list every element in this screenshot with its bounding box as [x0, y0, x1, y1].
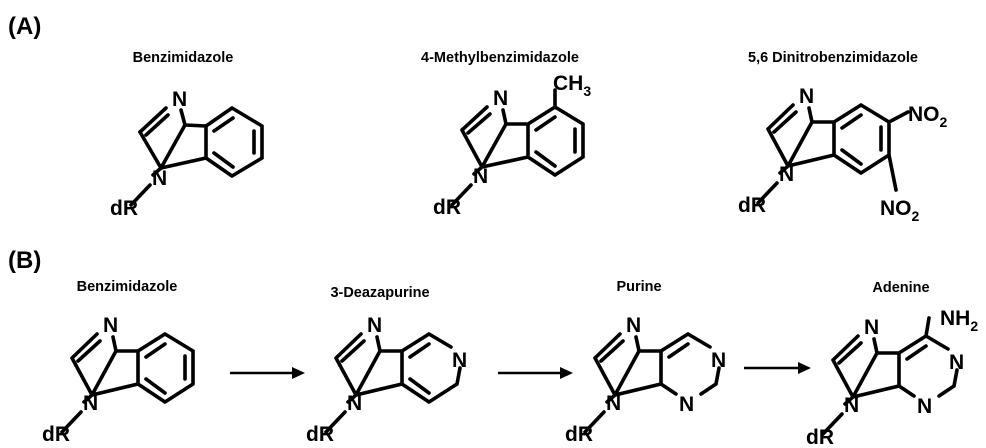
ring-n-label: N — [626, 314, 641, 337]
panel-a-label: (A) — [8, 13, 41, 40]
sugar-n-label: N — [83, 392, 98, 415]
molecule-title: Adenine — [872, 280, 929, 296]
dinitrobenzimidazole-bonds — [756, 103, 910, 205]
molecule-a-methylbenzimidazole: 4-Methylbenzimidazole N N dR CH3 — [421, 50, 591, 219]
nitro-group-2-label: NO2 — [880, 197, 920, 224]
six-ring-n1-label: N — [949, 351, 964, 374]
sugar-label: dR — [433, 196, 461, 219]
ring-n-label: N — [493, 87, 508, 110]
molecule-title: 4-Methylbenzimidazole — [421, 50, 579, 66]
molecule-b-purine: Purine N N dR N N — [565, 279, 726, 446]
sugar-label: dR — [565, 423, 593, 446]
molecule-b-deazapurine: 3-Deazapurine N N dR N — [306, 285, 467, 446]
ring-n-label: N — [103, 314, 118, 337]
ring-fusion-bonds — [129, 156, 208, 207]
sugar-n-label: N — [779, 163, 794, 186]
ring-n-label: N — [799, 85, 814, 108]
adenine-bonds — [821, 316, 959, 436]
arrow-head — [292, 367, 305, 379]
benzene-ring-bonds — [179, 106, 264, 178]
molecule-b-benzimidazole: Benzimidazole N N dR — [42, 279, 195, 446]
six-ring-n3-label: N — [917, 395, 932, 418]
sugar-label: dR — [42, 423, 70, 446]
sugar-n-label: N — [606, 392, 621, 415]
molecule-b-adenine: Adenine N N dR N N NH2 — [806, 280, 978, 448]
methyl-label: CH3 — [553, 72, 591, 99]
purine-bonds — [583, 332, 721, 434]
arrow-head — [560, 367, 573, 379]
molecule-title: Purine — [616, 279, 661, 295]
benzimidazole-bonds — [60, 332, 195, 434]
arrow-2 — [498, 367, 573, 379]
molecule-a-benzimidazole: Benzimidazole N N dR — [110, 50, 264, 220]
sugar-n-label: N — [347, 392, 362, 415]
molecule-title: Benzimidazole — [133, 50, 234, 66]
sugar-label: dR — [806, 426, 834, 448]
sugar-label: dR — [110, 197, 138, 220]
nitro-group-1-label: NO2 — [908, 103, 948, 130]
sugar-n-label: N — [844, 394, 859, 417]
panel-b-label: (B) — [8, 247, 41, 274]
ring-n-label: N — [172, 88, 187, 111]
deazapurine-bonds — [324, 332, 462, 434]
imidazole-bonds-upper — [138, 106, 170, 137]
sugar-label: dR — [738, 194, 766, 217]
molecule-title: Benzimidazole — [77, 279, 178, 295]
methylbenzimidazole-bonds — [450, 88, 585, 207]
sugar-label: dR — [306, 423, 334, 446]
arrow-head — [798, 362, 811, 374]
arrow-1 — [230, 367, 305, 379]
six-ring-n1-label: N — [711, 349, 726, 372]
ring-n-label: N — [367, 314, 382, 337]
ring-n-label: N — [864, 316, 879, 339]
sugar-n-label: N — [473, 165, 488, 188]
arrow-3 — [744, 362, 811, 374]
molecule-title: 5,6 Dinitrobenzimidazole — [748, 50, 918, 66]
six-ring-n3-label: N — [679, 393, 694, 416]
six-ring-n-label: N — [452, 349, 467, 372]
amine-label: NH2 — [940, 307, 978, 334]
sugar-n-label: N — [152, 167, 167, 190]
molecule-a-dinitrobenzimidazole: 5,6 Dinitrobenzimidazole N N dR NO2 NO2 — [738, 50, 948, 224]
molecule-title: 3-Deazapurine — [330, 285, 429, 301]
